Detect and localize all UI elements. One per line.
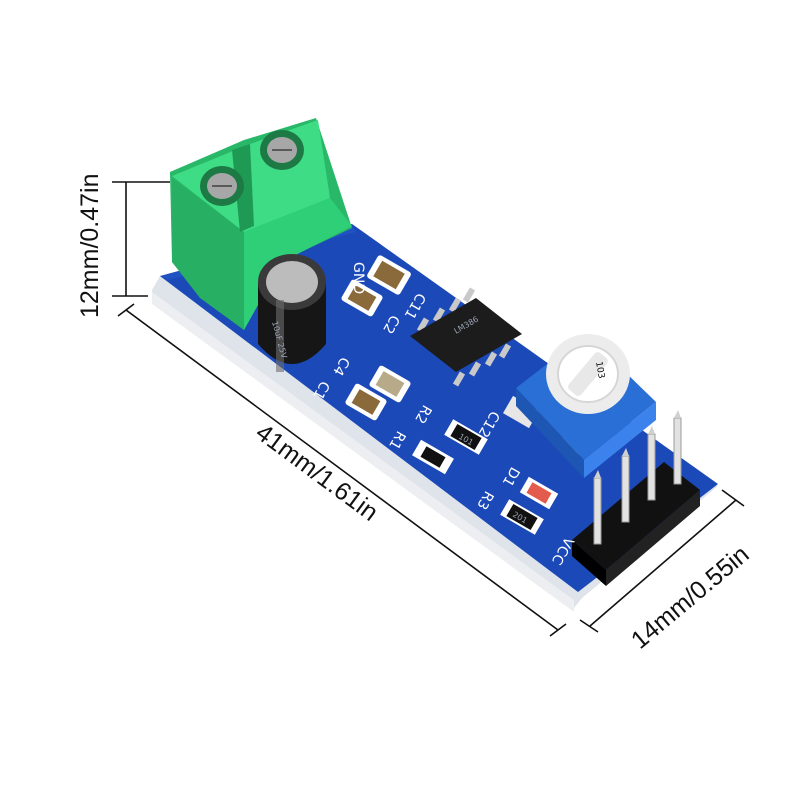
smd-capacitor-c11 xyxy=(367,255,411,295)
smd-capacitor-c4-small xyxy=(369,365,411,403)
smd-capacitor-c1 xyxy=(345,383,387,421)
smd-resistor-r1 xyxy=(412,439,454,475)
pcb-side xyxy=(152,292,574,612)
dimension-lines xyxy=(112,181,745,637)
smd-resistor-r3: 201 xyxy=(500,499,544,535)
smd-resistor-r2: 101 xyxy=(444,419,488,455)
width-dimension-label: 14mm/0.55in xyxy=(626,540,755,654)
screw-terminal xyxy=(170,118,352,330)
amplifier-chip: LM386 xyxy=(410,287,522,387)
silk-gnd: GND xyxy=(350,262,366,294)
electrolytic-capacitor: 10uF 25V xyxy=(258,254,326,372)
potentiometer: 103 xyxy=(516,334,656,478)
smd-capacitor-c2 xyxy=(341,279,383,317)
height-dimension-label: 12mm/0.47in xyxy=(76,173,104,318)
pot-marking: 103 xyxy=(593,361,606,380)
header-pins xyxy=(572,410,700,586)
smd-led-d1 xyxy=(519,476,559,510)
